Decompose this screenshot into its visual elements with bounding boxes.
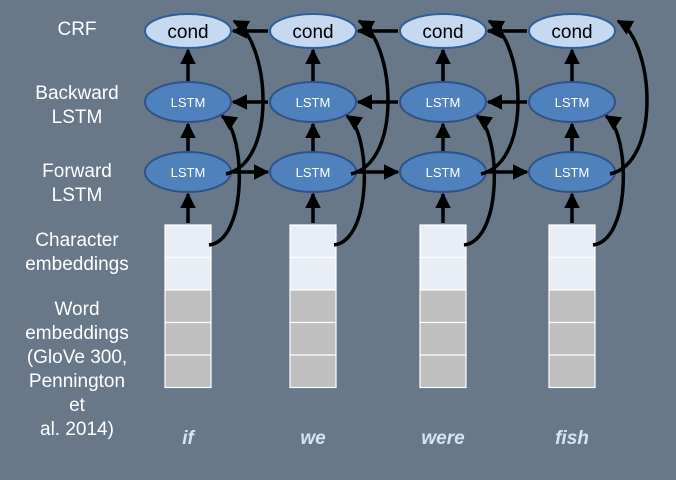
backward-lstm-node-were <box>399 81 487 123</box>
forward-lstm-label-line-2: LSTM <box>51 185 103 206</box>
forward-lstm-label-line-1: Forward <box>42 161 112 182</box>
forward-lstm-node-label-were: LSTM <box>426 165 461 180</box>
crf-node-were <box>399 13 487 49</box>
input-word-if: if <box>182 428 194 449</box>
word-embedding-cell-if <box>164 321 212 356</box>
word-embedding-cell-fish <box>548 321 596 356</box>
character-embedding-cell-if <box>164 224 212 259</box>
backward-lstm-node-label-fish: LSTM <box>555 95 590 110</box>
input-word-fish: fish <box>555 428 589 449</box>
character-embeddings-row-label: Character embeddings <box>22 229 132 277</box>
input-word-were: were <box>421 428 465 449</box>
backward-lstm-node-fish <box>528 81 616 123</box>
crf-node-label-we: cond <box>292 22 333 43</box>
backward-lstm-node-label-we: LSTM <box>296 95 331 110</box>
word-embeddings-label-line-4: Pennington et <box>28 371 126 416</box>
word-embeddings-label-line-3: (GloVe 300, <box>26 347 128 368</box>
crf-node-fish <box>528 13 616 49</box>
curve-char-to-backward-if <box>208 114 241 247</box>
curve-forward-to-crf-were <box>480 19 520 176</box>
word-embedding-cell-fish <box>548 289 596 324</box>
word-embedding-cell-were <box>419 289 467 324</box>
forward-lstm-node-label-if: LSTM <box>171 165 206 180</box>
word-embedding-cell-were <box>419 321 467 356</box>
word-embedding-cell-if <box>164 289 212 324</box>
backward-lstm-node-label-were: LSTM <box>426 95 461 110</box>
character-embeddings-label-line-2: embeddings <box>25 254 129 275</box>
character-embedding-cell-fish <box>548 224 596 259</box>
word-embedding-cell-we <box>289 321 337 356</box>
forward-lstm-node-label-we: LSTM <box>296 165 331 180</box>
word-embedding-cell-were <box>419 354 467 389</box>
crf-label-text: CRF <box>57 19 97 40</box>
curve-forward-to-crf-fish <box>609 19 649 176</box>
crf-node-we <box>269 13 357 49</box>
crf-node-if <box>144 13 232 49</box>
character-embedding-cell-were <box>419 224 467 259</box>
word-embeddings-label-line-2: embeddings <box>25 323 129 344</box>
word-embedding-cell-fish <box>548 354 596 389</box>
crf-node-label-if: cond <box>167 22 208 43</box>
character-embeddings-label-line-1: Character <box>35 230 119 251</box>
backward-lstm-label-line-2: LSTM <box>51 107 103 128</box>
input-word-we: we <box>300 428 326 449</box>
character-embedding-cell-fish <box>548 256 596 291</box>
character-embedding-cell-we <box>289 224 337 259</box>
character-embedding-cell-we <box>289 256 337 291</box>
character-embedding-cell-if <box>164 256 212 291</box>
backward-lstm-node-label-if: LSTM <box>171 95 206 110</box>
word-embedding-cell-we <box>289 354 337 389</box>
curve-char-to-backward-we <box>333 114 366 247</box>
crf-node-label-were: cond <box>422 22 463 43</box>
curve-char-to-backward-fish <box>592 114 625 247</box>
curve-forward-to-crf-if <box>225 19 265 176</box>
crf-row-label: CRF <box>22 18 132 42</box>
word-embeddings-label-line-5: al. 2014) <box>40 419 114 440</box>
backward-lstm-node-we <box>269 81 357 123</box>
backward-lstm-label-line-1: Backward <box>35 83 119 104</box>
word-embedding-cell-if <box>164 354 212 389</box>
backward-lstm-row-label: Backward LSTM <box>22 82 132 130</box>
word-embeddings-row-label: Word embeddings (GloVe 300, Pennington e… <box>22 298 132 442</box>
crf-node-label-fish: cond <box>551 22 592 43</box>
word-embeddings-label-line-1: Word <box>54 299 100 320</box>
curve-char-to-backward-were <box>463 114 496 247</box>
word-embedding-cell-we <box>289 289 337 324</box>
forward-lstm-row-label: Forward LSTM <box>22 160 132 208</box>
forward-lstm-node-label-fish: LSTM <box>555 165 590 180</box>
backward-lstm-node-if <box>144 81 232 123</box>
character-embedding-cell-were <box>419 256 467 291</box>
curve-forward-to-crf-we <box>350 19 390 176</box>
